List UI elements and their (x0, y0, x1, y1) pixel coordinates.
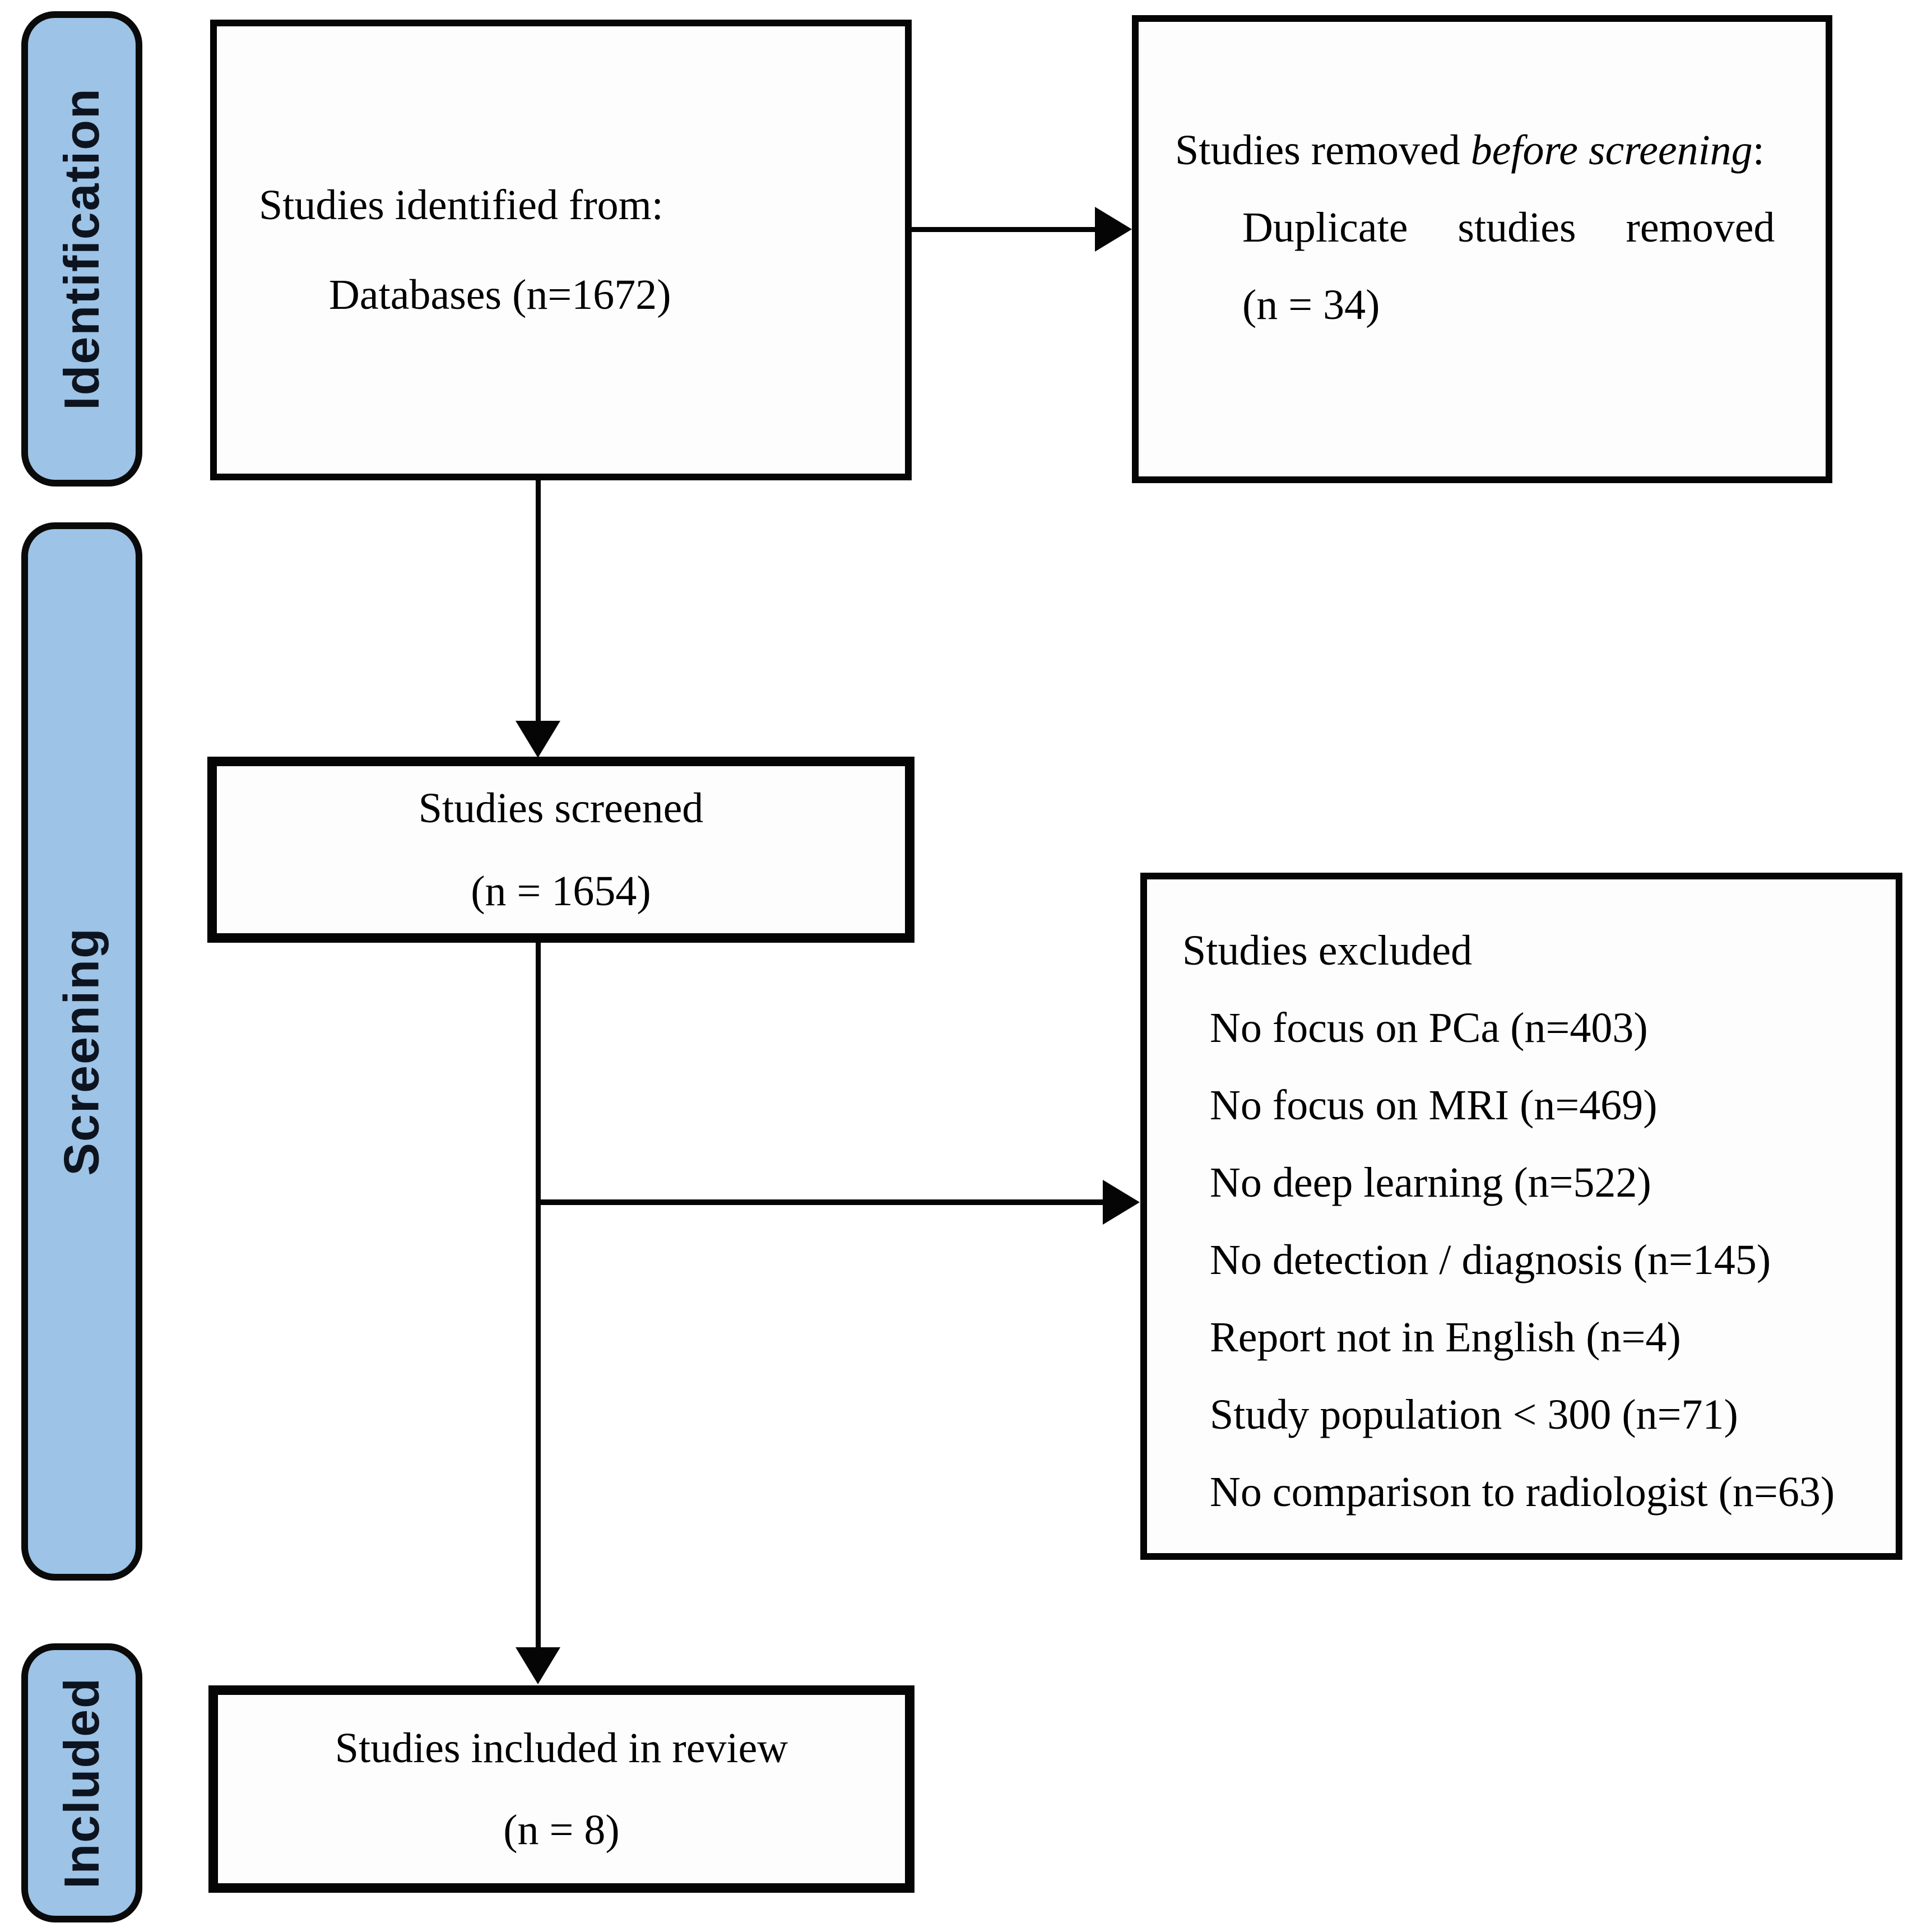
excluded-item: No focus on MRI (n=469) (1210, 1082, 1658, 1129)
studies-excluded-title: Studies excluded (1182, 927, 1473, 974)
excluded-item: No deep learning (n=522) (1210, 1159, 1651, 1206)
excluded-item: No detection / diagnosis (n=145) (1210, 1236, 1771, 1284)
excluded-item: No focus on PCa (n=403) (1210, 1004, 1648, 1051)
arrow-screened-to-included-line (536, 943, 541, 1649)
studies-included-line1: Studies included in review (335, 1725, 788, 1772)
studies-screened-line1: Studies screened (418, 785, 704, 832)
studies-removed-line1: Studies removed before screening: (1175, 126, 1803, 175)
excluded-item: Report not in English (n=4) (1210, 1314, 1681, 1361)
studies-removed-line2: Duplicate studies removed (1242, 204, 1775, 251)
box-studies-identified: Studies identified from: Databases (n=16… (210, 20, 912, 480)
studies-removed-line1-italic: before screening (1470, 127, 1753, 174)
studies-screened-line2: (n = 1654) (471, 868, 651, 915)
arrow-identified-to-removed-head (1095, 207, 1132, 252)
stage-label-included: Included (21, 1643, 142, 1922)
studies-removed-line1-suffix: : (1752, 127, 1765, 174)
stage-label-included-text: Included (54, 1677, 110, 1889)
studies-removed-line1-prefix: Studies removed (1175, 127, 1471, 174)
stage-label-identification: Identification (21, 11, 142, 487)
studies-included-line2: (n = 8) (503, 1806, 620, 1854)
box-studies-excluded: Studies excluded No focus on PCa (n=403)… (1140, 873, 1902, 1560)
studies-identified-line1: Studies identified from: (259, 182, 663, 229)
arrow-identified-to-screened-head (516, 721, 560, 758)
stage-label-screening: Screening (21, 522, 142, 1581)
arrow-identified-to-removed-line (912, 227, 1099, 232)
studies-removed-line3: (n = 34) (1242, 281, 1380, 328)
arrow-identified-to-screened-line (536, 480, 541, 725)
studies-identified-line2: Databases (n=1672) (329, 271, 671, 318)
box-studies-removed: Studies removed before screening: Duplic… (1132, 15, 1832, 483)
arrow-screened-to-excluded-head (1103, 1180, 1140, 1225)
arrow-screened-to-included-head (516, 1647, 560, 1684)
box-studies-included: Studies included in review (n = 8) (208, 1685, 914, 1893)
box-studies-screened: Studies screened (n = 1654) (207, 757, 914, 943)
excluded-item: Study population < 300 (n=71) (1210, 1391, 1738, 1438)
excluded-item: No comparison to radiologist (n=63) (1210, 1468, 1835, 1516)
stage-label-screening-text: Screening (54, 927, 110, 1176)
arrow-screened-to-excluded-line (536, 1199, 1104, 1205)
stage-label-identification-text: Identification (54, 87, 109, 410)
